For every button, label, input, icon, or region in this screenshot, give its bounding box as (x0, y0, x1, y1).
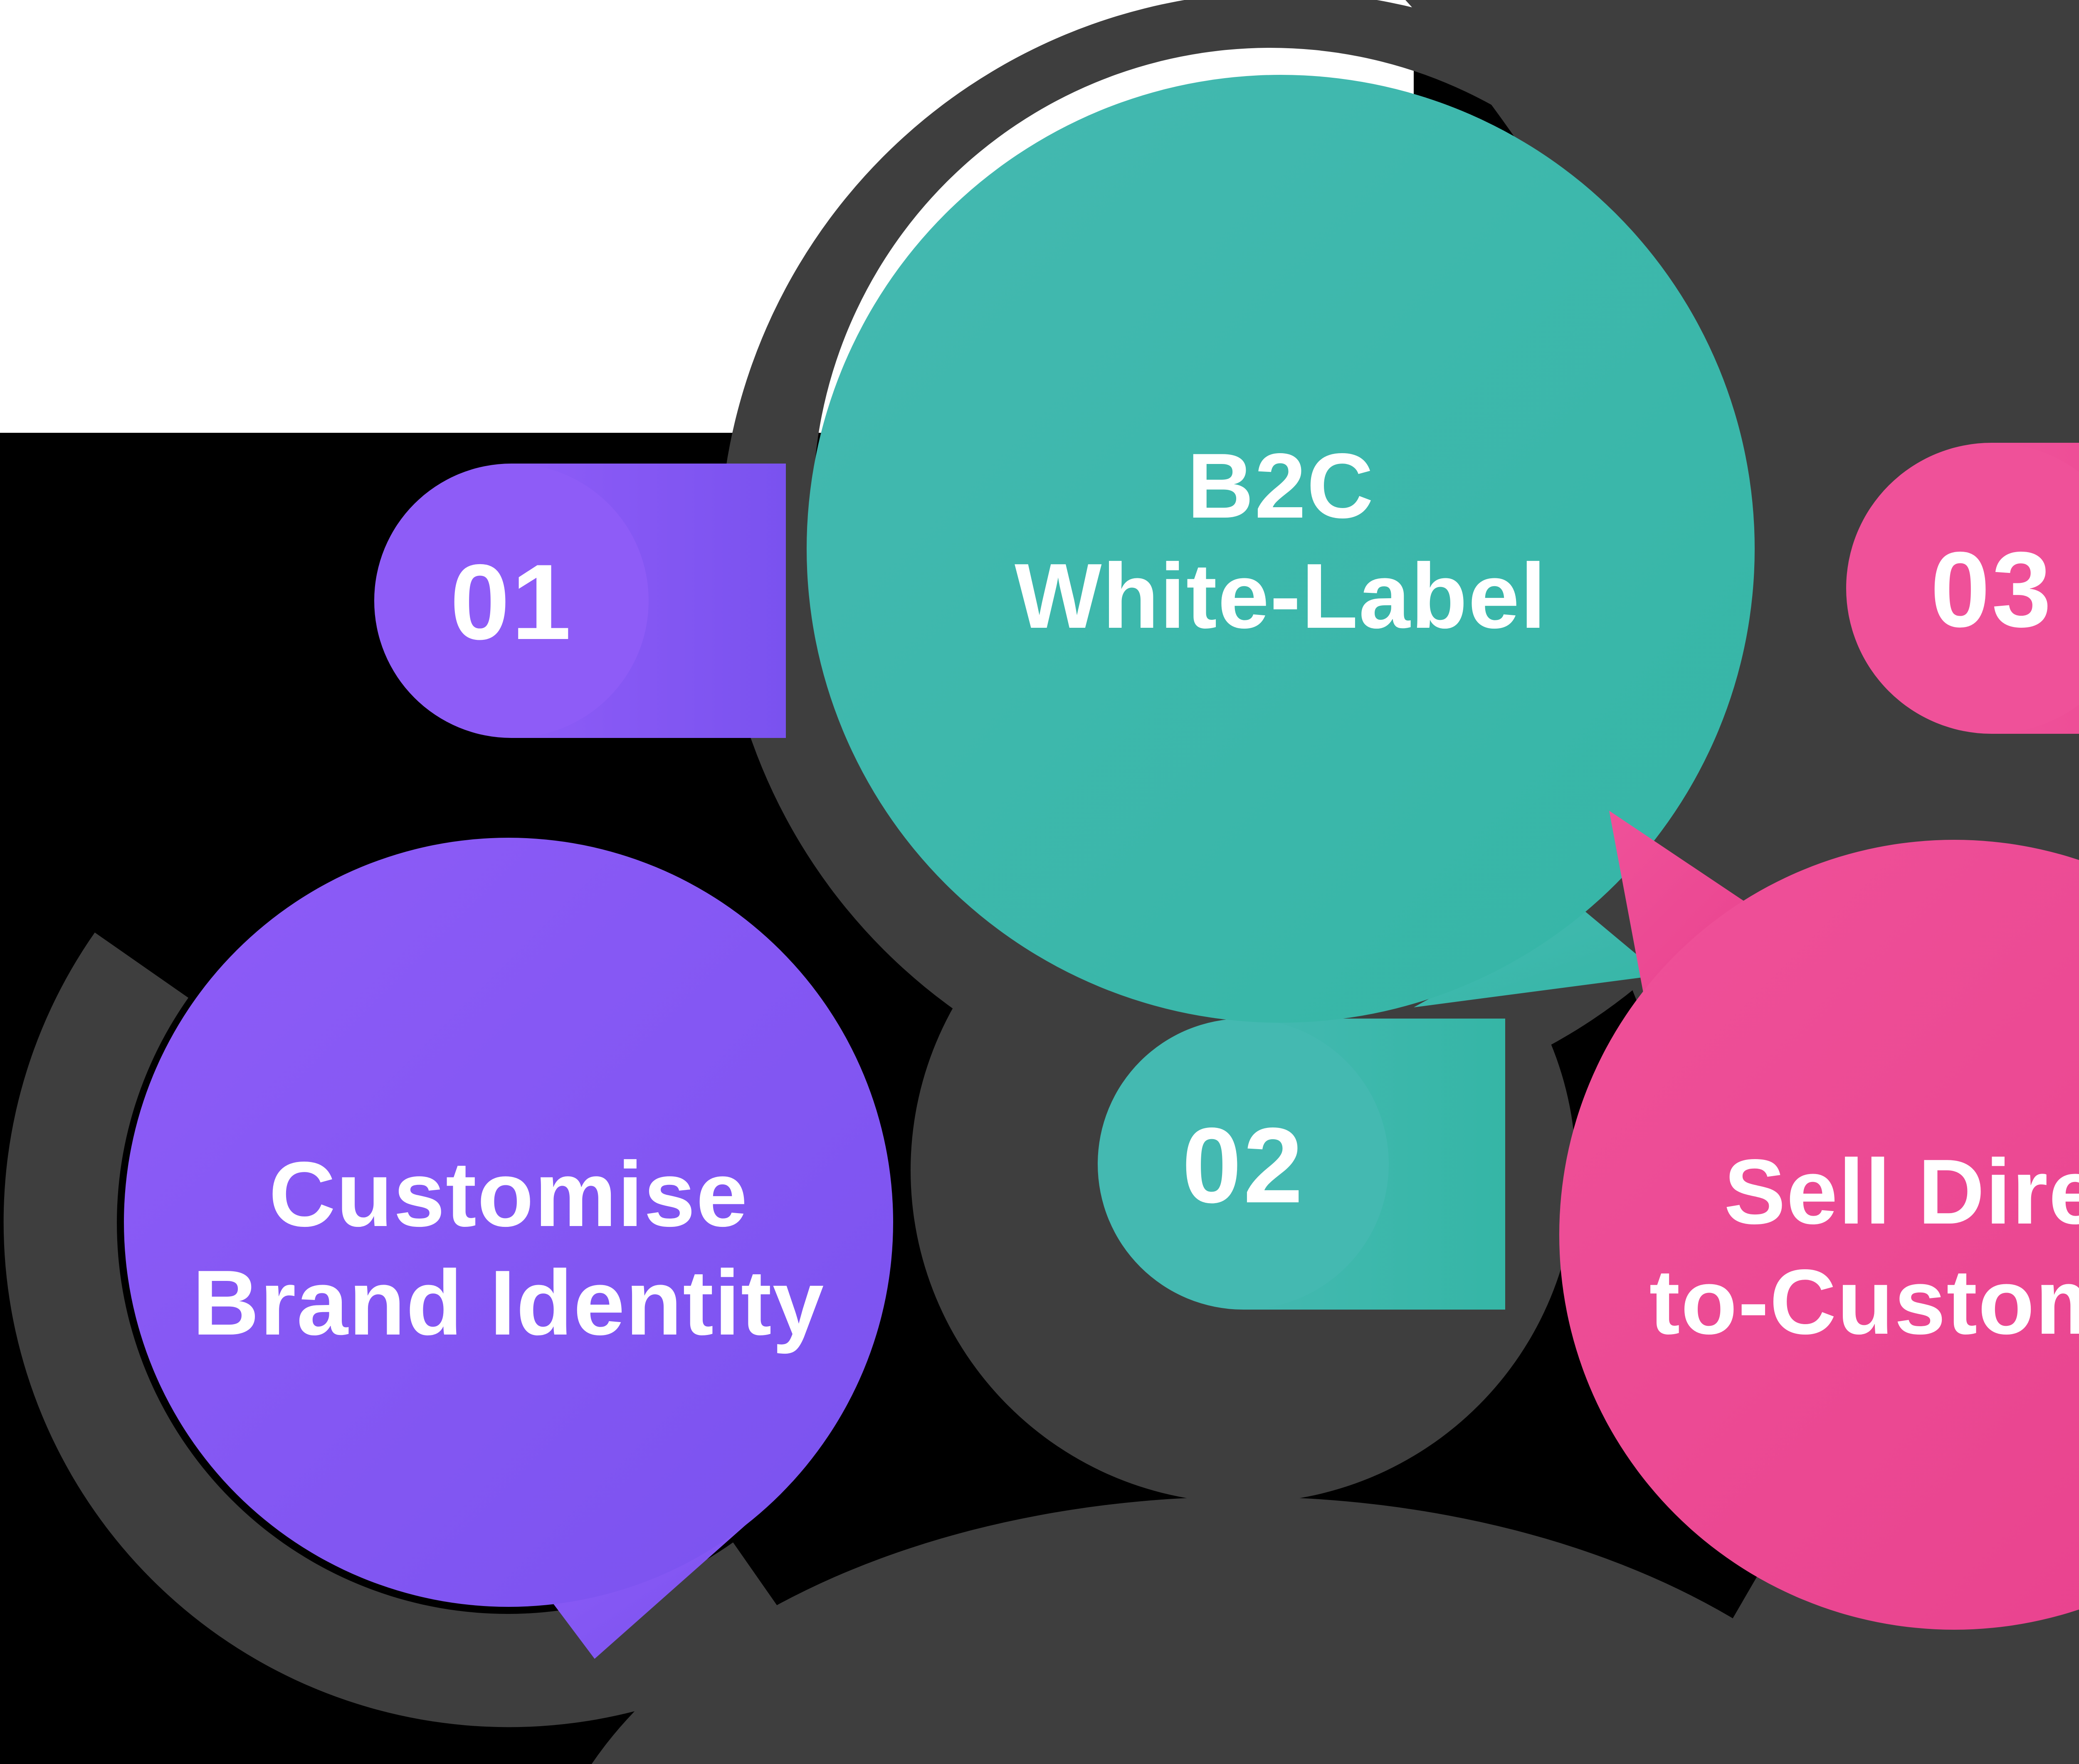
badge-03-number: 03 (1931, 529, 2053, 649)
purple-label-line-1: Customise (269, 1143, 748, 1246)
bottom-center-shadow (592, 1497, 1895, 1764)
bubble-teal-tail (1414, 912, 1661, 1007)
badge-02-number: 02 (1182, 1105, 1305, 1225)
badge-03-cap (1846, 443, 2079, 734)
badge-02-cap (1098, 1019, 1389, 1310)
bubble-teal (807, 75, 1755, 1023)
badge-01-cap (374, 464, 649, 738)
purple-label-line-2: Brand Identity (193, 1251, 825, 1354)
pink-label-line-2: to-Customers (1649, 1251, 2079, 1354)
badge-01 (374, 464, 786, 738)
bubble-teal-circle (807, 75, 1755, 1023)
bubble-pink (1559, 811, 2079, 1630)
badge-02 (1098, 1019, 1505, 1310)
badge-01-number: 01 (450, 542, 573, 662)
bubble-purple (124, 838, 893, 1659)
teal-label-line-2: White-Label (1015, 545, 1547, 648)
badge-03 (1846, 443, 2079, 734)
bubble-purple-circle (124, 838, 893, 1607)
pink-label-line-1: Sell Direct (1724, 1140, 2079, 1243)
purple-crescent-shadow (3, 933, 799, 1727)
bubble-pink-circle (1559, 840, 2079, 1630)
teal-label-line-1: B2C (1187, 434, 1374, 538)
